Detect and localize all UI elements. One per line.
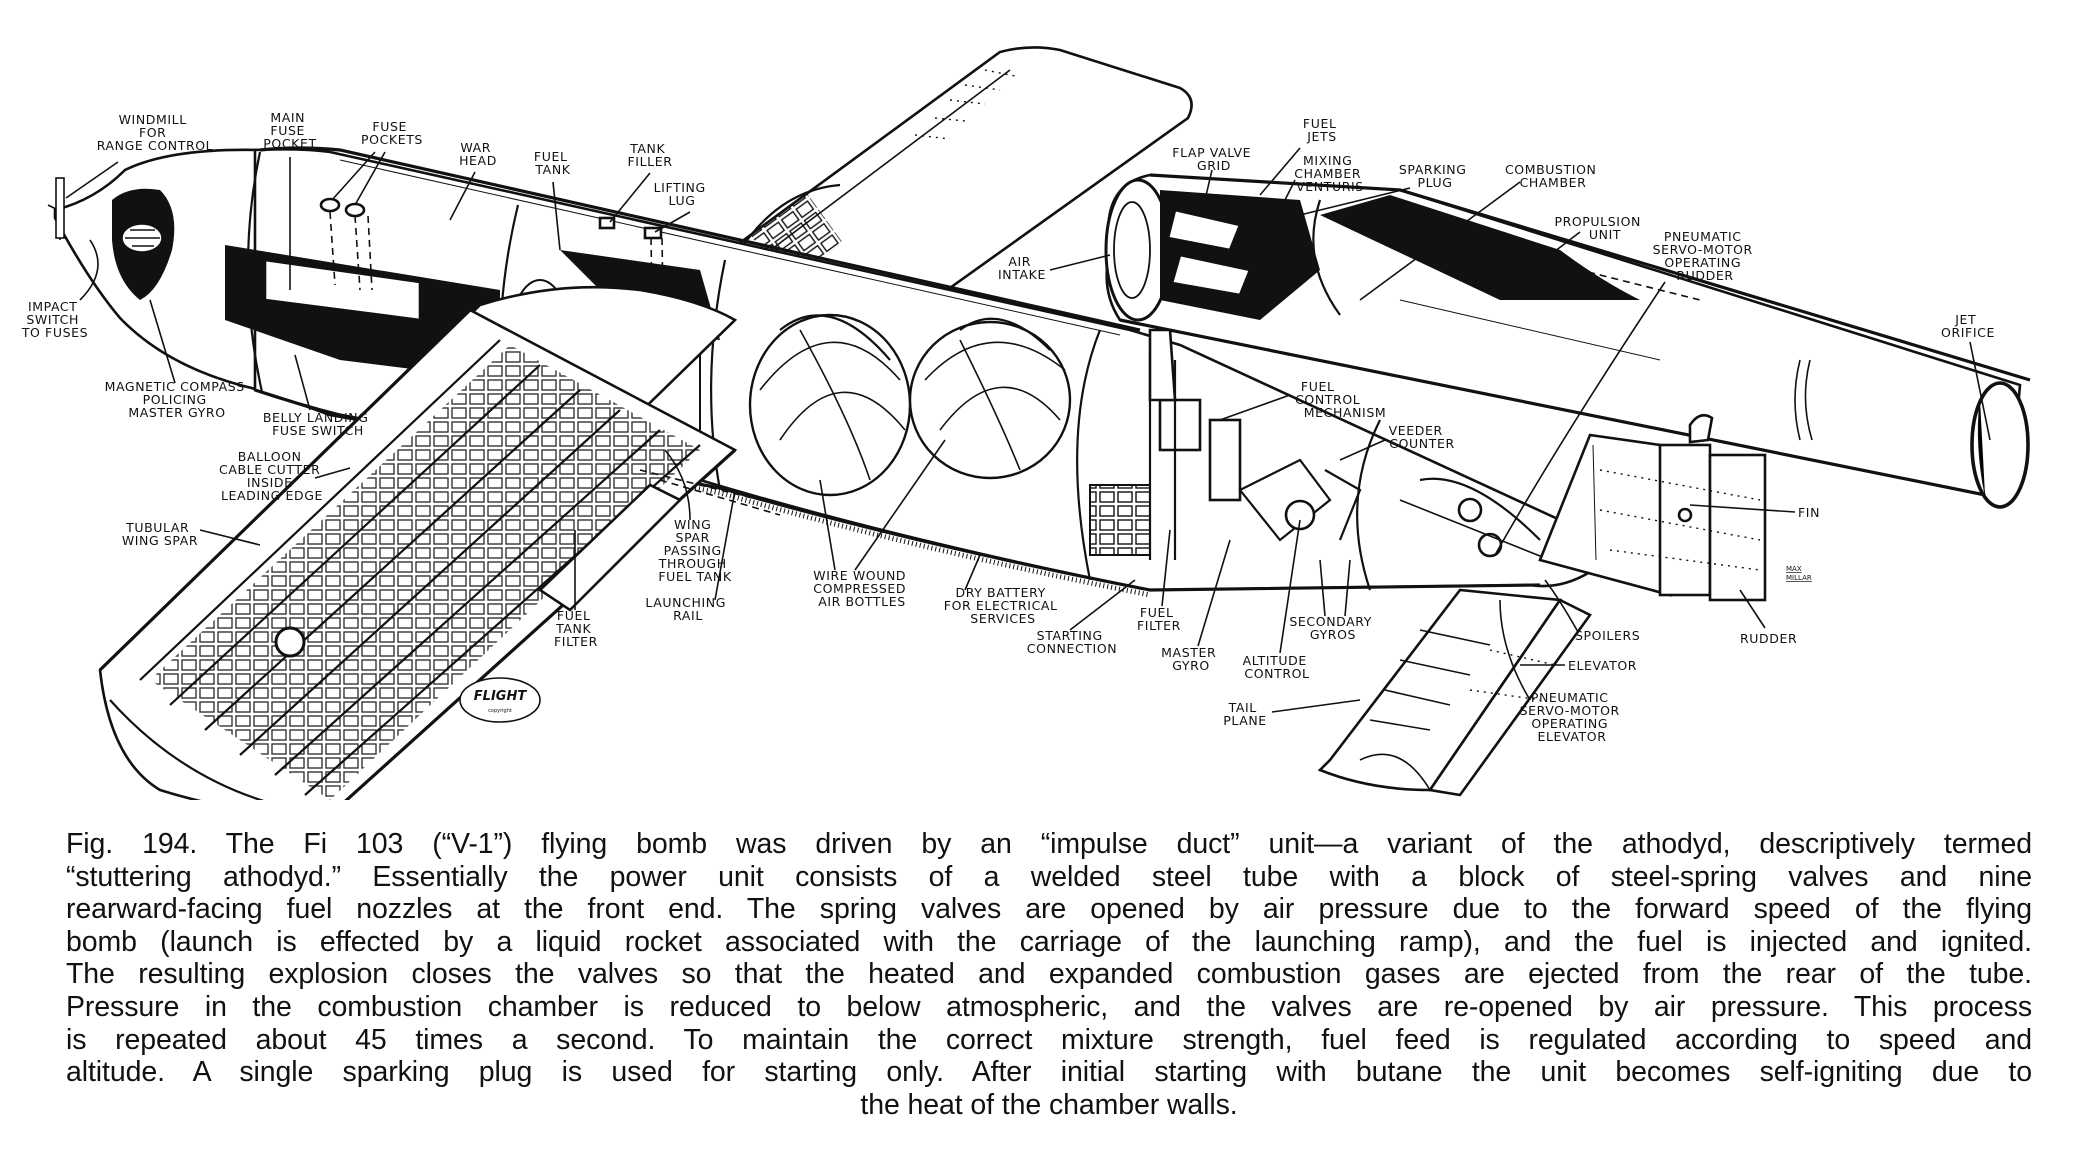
signature-line-2: MILLAR [1786,574,1812,582]
caption-line-8: altitude. A single sparking plug is used… [66,1056,2032,1089]
caption-line-5: The resulting explosion closes the valve… [66,958,2032,991]
label-balloon-cable-cutter: BALLOON CABLE CUTTER INSIDE LEADING EDGE [219,449,325,503]
tail-fin [1538,433,1767,602]
caption-line-4: bomb (launch is effected by a liquid roc… [66,925,2032,958]
compressed-air-bottles [748,313,1072,497]
label-fin: FIN [1798,505,1820,520]
label-servo-motor-elevator: PNEUMATIC SERVO-MOTOR OPERATING ELEVATOR [1520,690,1625,744]
label-servo-motor-rudder: PNEUMATIC SERVO-MOTOR OPERATING RUDDER [1653,229,1758,283]
wing-ribs [139,339,701,800]
label-dry-battery: DRY BATTERY FOR ELECTRICAL SERVICES [944,585,1062,626]
propulsion-unit [1104,173,2031,509]
tail-plane [1317,588,1592,797]
label-starting-connection: STARTING CONNECTION [1027,628,1117,656]
caption-line-1: Fig. 194. The Fi 103 (“V-1”) flying bomb… [66,828,2032,860]
signature-line-1: MAX [1786,565,1802,573]
label-secondary-gyros: SECONDARY GYROS [1289,614,1376,642]
flight-logo: FLIGHT copyright [459,677,541,723]
flight-logo-text: FLIGHT [474,689,528,704]
caption-line-2: “stuttering athodyd.” Essentially the po… [66,860,2032,893]
label-air-intake: AIR INTAKE [998,254,1046,282]
label-tail-plane: TAIL PLANE [1223,700,1267,728]
label-combustion-chamber: COMBUSTION CHAMBER [1505,162,1601,190]
label-compressed-air-bottles: WIRE WOUND COMPRESSED AIR BOTTLES [813,568,911,609]
label-fuel-tank: FUEL TANK [534,149,572,177]
label-elevator: ELEVATOR [1568,658,1637,673]
label-tubular-wing-spar: TUBULAR WING SPAR [122,520,198,548]
caption-line-3: rearward-facing fuel nozzles at the fron… [66,893,2032,926]
label-fuel-filter: FUEL FILTER [1137,605,1181,633]
caption-line-9: the heat of the chamber walls. [860,1088,1238,1121]
label-propulsion-unit: PROPULSION UNIT [1554,214,1645,242]
label-jet-orifice: JET ORIFICE [1941,312,1995,340]
flight-logo-subtext: copyright [488,708,512,714]
artist-signature: MAX MILLAR [1786,565,1812,582]
nose-details [47,177,175,300]
label-magnetic-compass: MAGNETIC COMPASS POLICING MASTER GYRO [105,379,250,420]
label-impact-switch: IMPACT SWITCH TO FUSES [21,299,88,340]
figure-caption: Fig. 194. The Fi 103 (“V-1”) flying bomb… [66,828,2032,1121]
label-tank-filler: TANK FILLER [628,141,673,169]
label-veeder-counter: VEEDER COUNTER [1389,423,1455,451]
label-fuse-pockets: FUSE POCKETS [361,119,423,147]
label-belly-landing: BELLY LANDING FUSE SWITCH [263,410,373,438]
label-altitude-control: ALTITUDE CONTROL [1243,653,1312,681]
label-rudder: RUDDER [1740,631,1797,646]
label-fuel-tank-filter: FUEL TANK FILTER [554,608,598,649]
label-master-gyro: MASTER GYRO [1161,645,1221,673]
label-sparking-plug: SPARKING PLUG [1399,162,1471,190]
label-fuel-control-mechanism: FUEL CONTROL MECHANISM [1295,379,1386,420]
label-mixing-chamber: MIXING CHAMBER VENTURIS [1294,153,1365,194]
label-windmill: WINDMILL FOR RANGE CONTROL [97,112,213,153]
labels: WINDMILL FOR RANGE CONTROL MAIN FUSE POC… [21,110,1995,744]
label-lifting-lug: LIFTING LUG [654,180,711,208]
leader-lines [65,147,1991,713]
label-launching-rail: LAUNCHING RAIL [645,595,730,623]
label-flap-valve-grid: FLAP VALVE GRID [1172,145,1255,173]
caption-line-7: is repeated about 45 times a second. To … [66,1023,2032,1056]
label-spoilers: SPOILERS [1575,628,1640,643]
label-main-fuse-pocket: MAIN FUSE POCKET [263,110,316,151]
caption-line-6: Pressure in the combustion chamber is re… [66,990,2032,1023]
label-war-head: WAR HEAD [459,140,497,168]
label-fuel-jets: FUEL JETS [1303,116,1341,144]
label-wing-spar-passing: WING SPAR PASSING THROUGH FUEL TANK [658,517,732,584]
v1-cutaway-diagram: FLIGHT copyright MAX MILLAR [21,46,2031,800]
equipment-bay [1089,350,1551,561]
